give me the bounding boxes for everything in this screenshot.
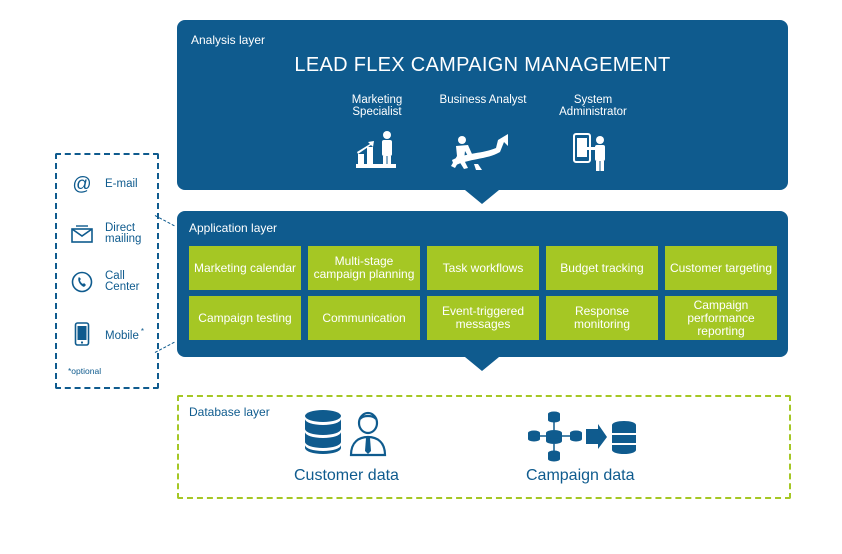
page-title: LEAD FLEX CAMPAIGN MANAGEMENT [294,54,671,76]
tablet-person-icon [548,130,638,172]
module-event-triggered-messages: Event-triggered messages [427,296,539,340]
analysis-layer: Analysis layer LEAD FLEX CAMPAIGN MANAGE… [177,20,788,190]
role-system-administrator: System Administrator [548,94,638,172]
channel-label: Mobile* [105,327,145,342]
module-campaign-planning: Multi-stage campaign planning [308,246,420,290]
module-budget-tracking: Budget tracking [546,246,658,290]
module-task-workflows: Task workflows [427,246,539,290]
role-label: System Administrator [559,94,627,118]
phone-icon [71,271,93,293]
channel-label: Call Center [105,270,140,293]
bar-chart-person-icon [332,130,422,170]
channel-label: E-mail [105,177,138,190]
channel-call-center: Call Center [71,270,157,293]
mobile-icon [71,322,93,346]
role-label: Marketing Specialist [351,94,403,118]
channel-mobile: Mobile* [71,322,145,346]
module-performance-reporting: Campaign performance reporting [665,296,777,340]
data-network-icon [524,407,644,468]
customer-data-label: Customer data [294,467,399,484]
database-layer-label: Database layer [189,405,270,419]
application-layer: Application layer Marketing calendar Mul… [177,211,788,357]
flow-arrow [465,190,499,204]
analysis-layer-label: Analysis layer [191,33,266,47]
svg-text:@: @ [72,174,91,194]
module-marketing-calendar: Marketing calendar [189,246,301,290]
module-campaign-testing: Campaign testing [189,296,301,340]
role-marketing-specialist: Marketing Specialist [332,94,422,170]
at-sign-icon: @ [71,173,93,195]
rising-arrow-person-icon [438,130,528,170]
channel-label: Direct mailing [105,222,142,245]
flow-arrow [465,357,499,371]
module-response-monitoring: Response monitoring [546,296,658,340]
application-layer-label: Application layer [189,221,278,235]
channel-email: @ E-mail [71,173,138,195]
database-layer: Database layer Customer data [177,395,791,499]
module-communication: Communication [308,296,420,340]
channels-box: @ E-mail Direct mailing Call Center Mobi… [55,153,159,389]
campaign-data-label: Campaign data [526,467,635,484]
role-label: Business Analyst [439,94,527,106]
module-customer-targeting: Customer targeting [665,246,777,290]
role-business-analyst: Business Analyst [438,94,528,170]
optional-note: *optional [68,366,102,376]
database-icon [303,409,343,460]
envelope-icon [71,223,93,245]
channel-direct-mailing: Direct mailing [71,222,155,245]
person-icon [349,411,387,462]
